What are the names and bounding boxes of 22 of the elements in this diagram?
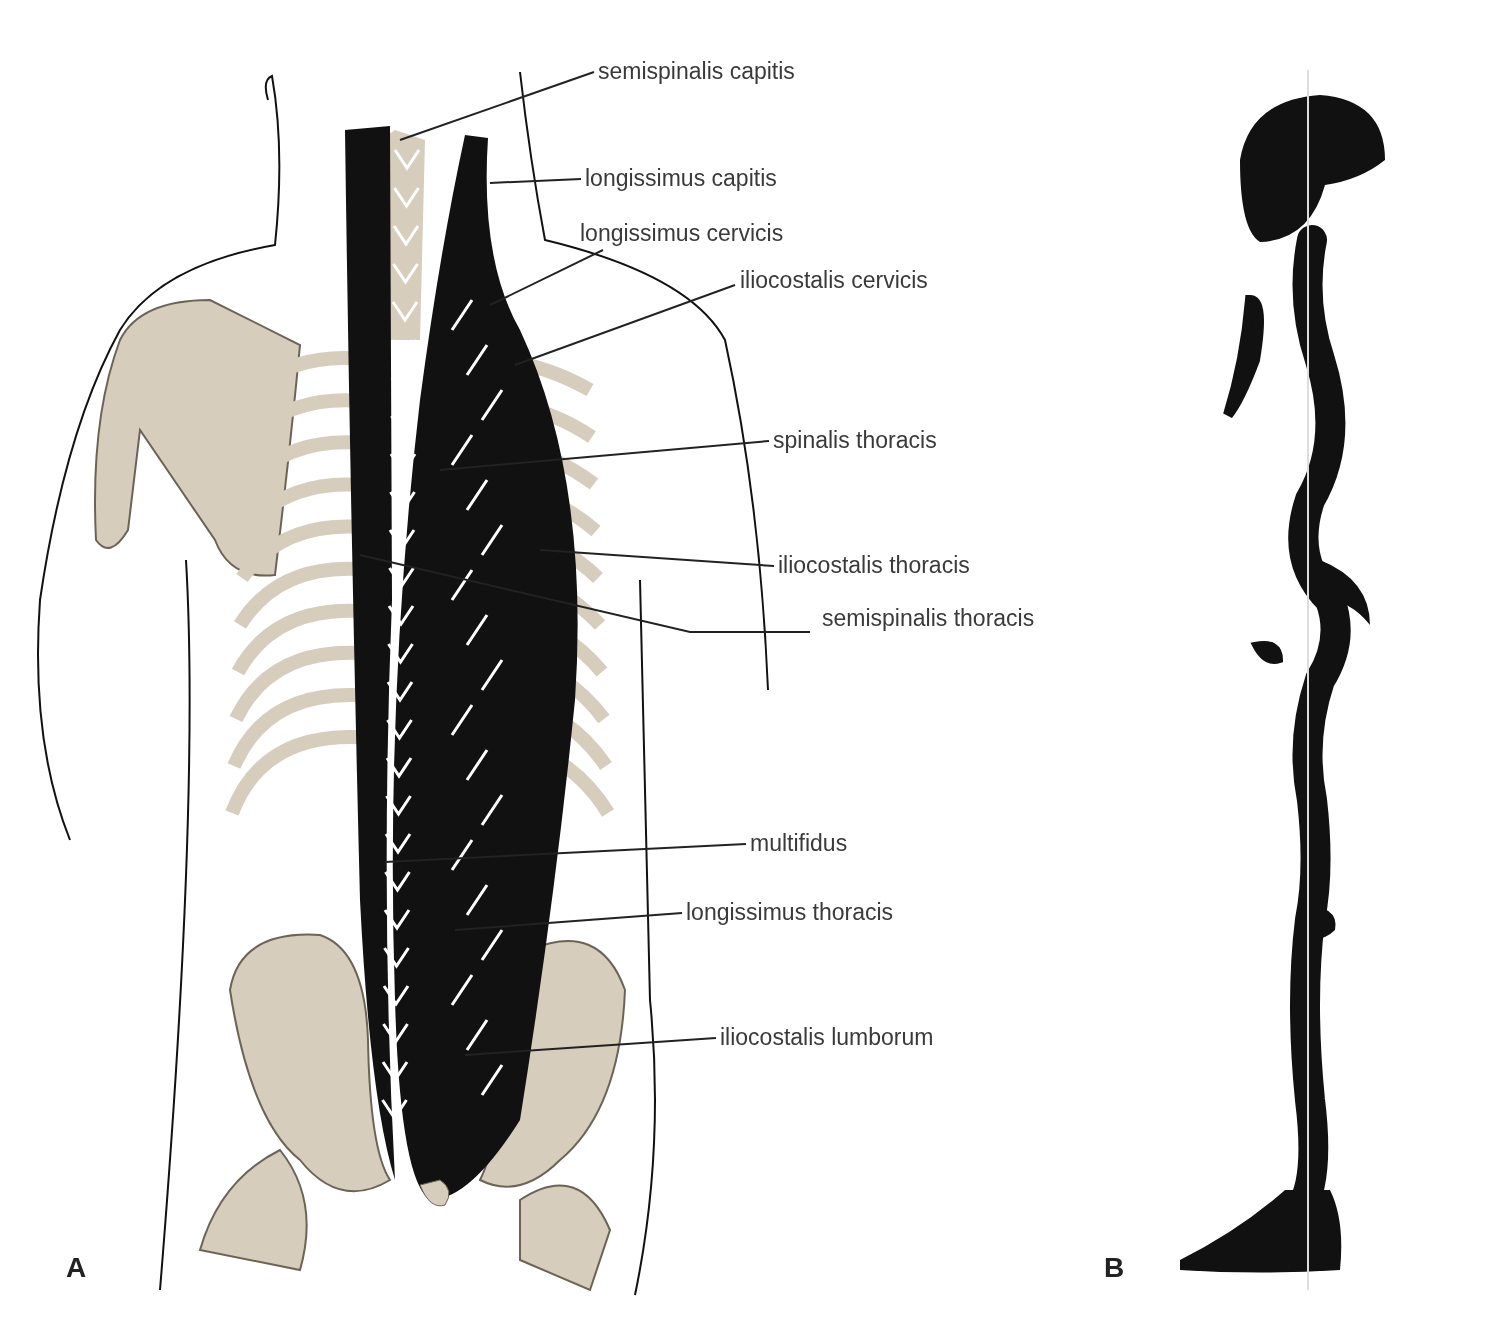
leader-line bbox=[454, 912, 683, 931]
muscle-label: iliocostalis thoracis bbox=[778, 550, 970, 580]
leader-line bbox=[489, 249, 604, 306]
muscle-label: longissimus cervicis bbox=[580, 218, 784, 248]
muscle-label: semispinalis capitis bbox=[598, 56, 795, 86]
leader-line bbox=[539, 549, 775, 567]
leader-line bbox=[514, 284, 736, 366]
leader-line bbox=[464, 1037, 717, 1056]
leader-line bbox=[439, 440, 770, 471]
muscle-label: semispinalis thoracis bbox=[822, 603, 1035, 633]
leader-line bbox=[489, 178, 582, 184]
muscle-label: longissimus thoracis bbox=[686, 897, 894, 927]
muscle-label: multifidus bbox=[750, 828, 848, 858]
panel-letter: A bbox=[66, 1252, 87, 1284]
leader-line bbox=[384, 843, 747, 863]
muscle-label: iliocostalis cervicis bbox=[740, 265, 928, 295]
panel-letter: B bbox=[1104, 1252, 1125, 1284]
muscle-label: spinalis thoracis bbox=[773, 425, 937, 455]
leader-line bbox=[399, 71, 595, 141]
muscle-label: longissimus capitis bbox=[585, 163, 777, 193]
leader-line bbox=[359, 554, 811, 633]
muscle-label: iliocostalis lumborum bbox=[720, 1022, 934, 1052]
